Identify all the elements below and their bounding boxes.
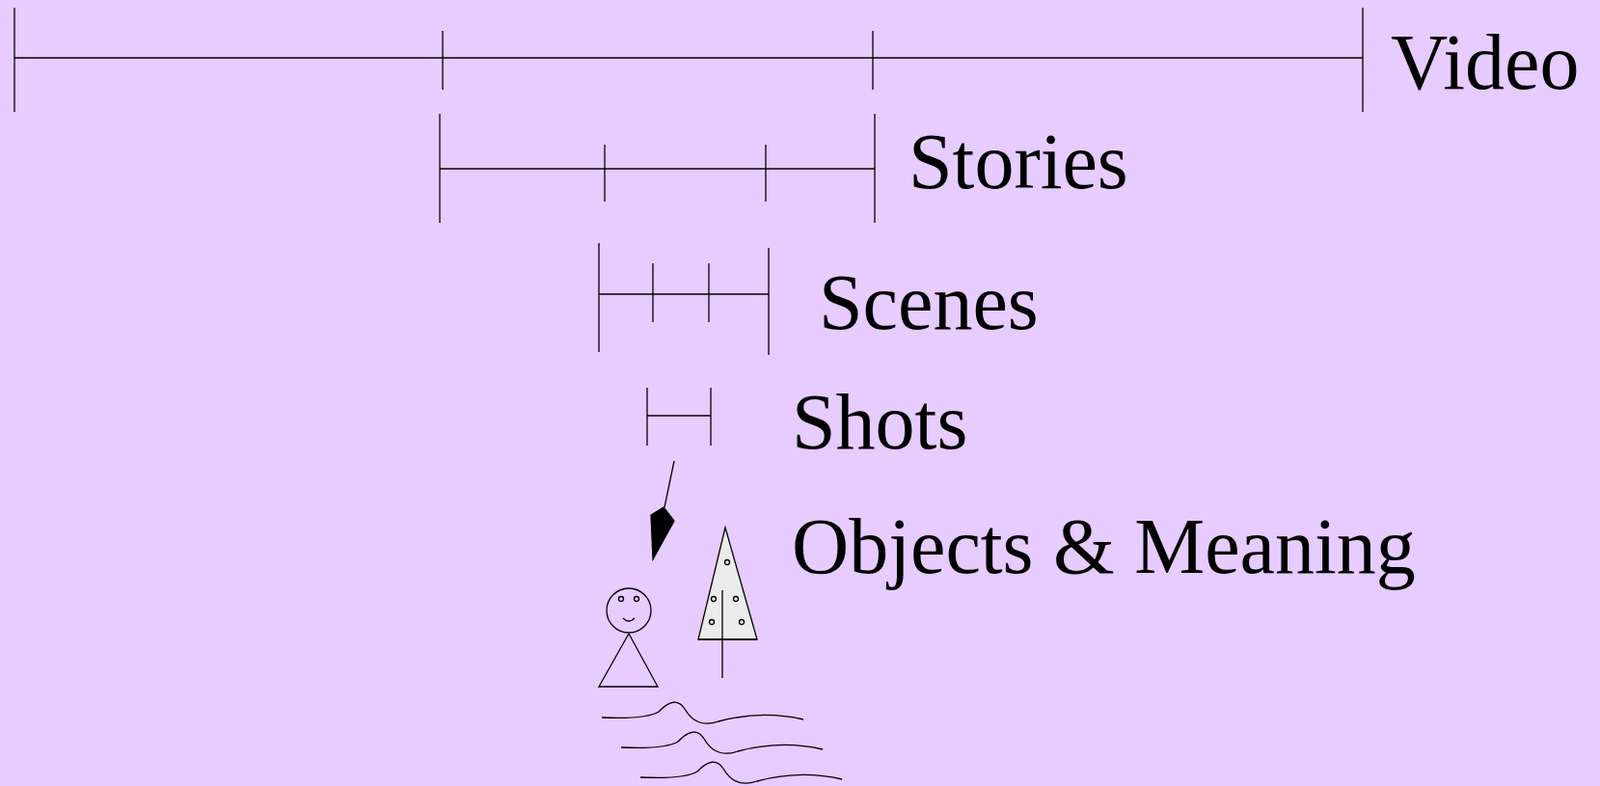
level-label: Scenes — [818, 263, 1039, 343]
level-label: Shots — [791, 382, 968, 462]
level-label: Stories — [908, 122, 1129, 202]
level-label: Objects & Meaning — [791, 507, 1416, 587]
level-label: Video — [1390, 23, 1579, 103]
